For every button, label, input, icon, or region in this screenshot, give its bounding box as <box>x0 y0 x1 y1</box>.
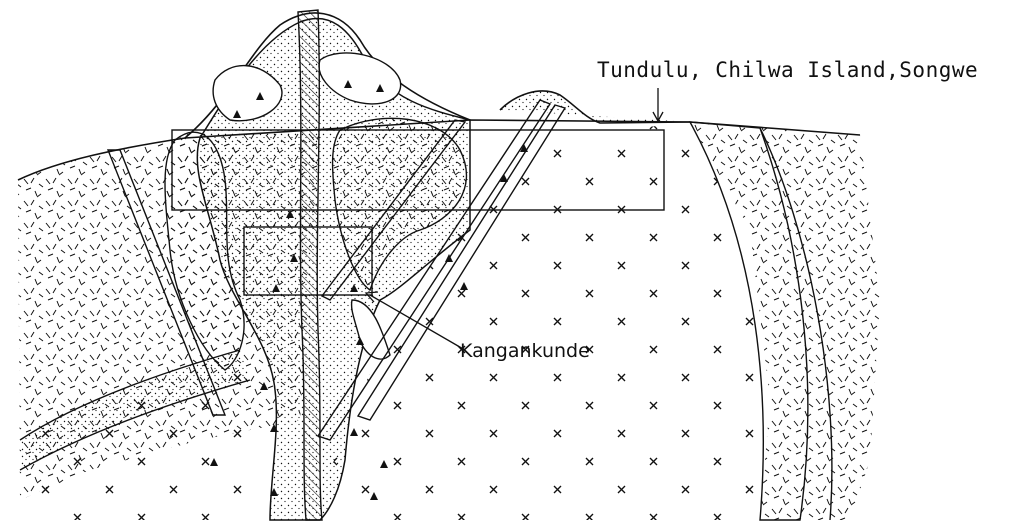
tundulu-chilwa-songwe-label: Tundulu, Chilwa Island,Songwe <box>597 58 978 82</box>
kangankunde-label: Kangankunde <box>460 340 590 362</box>
